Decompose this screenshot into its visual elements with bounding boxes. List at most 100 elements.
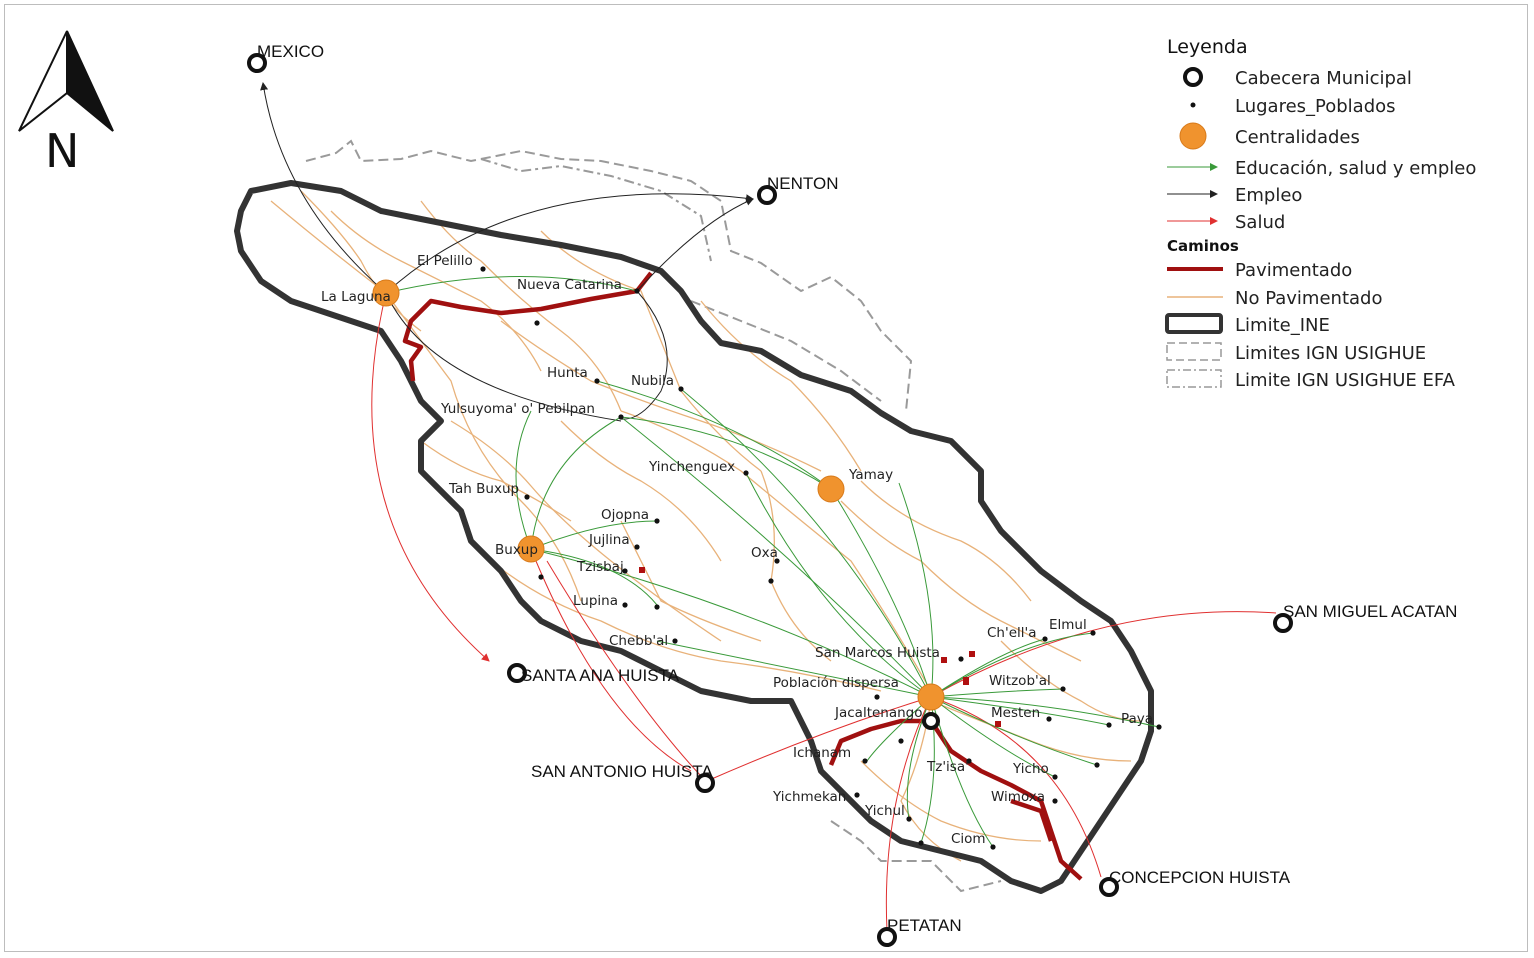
lugar-dot — [654, 518, 660, 524]
centralidad-label: La Laguna — [321, 289, 391, 305]
lugar-dot — [966, 758, 972, 764]
lugar-label: Ciom — [951, 831, 986, 847]
cabecera-label: MEXICO — [257, 42, 324, 61]
lugar-dot — [918, 840, 924, 846]
north-arrow: N — [18, 30, 114, 178]
lugar-dot — [862, 758, 868, 764]
legend-item-label: Salud — [1235, 212, 1285, 233]
lugar-dot — [1156, 724, 1162, 730]
legend-thick-box-icon — [1165, 313, 1223, 334]
lugar-dot — [743, 470, 749, 476]
lugar-label: Jujlina — [588, 532, 630, 548]
legend-dot-icon — [1190, 102, 1196, 108]
legend-orange-circle-icon — [1179, 122, 1207, 150]
lugar-label: Hunta — [547, 365, 588, 381]
lugar-label: Yicho — [1012, 761, 1049, 777]
paved-roads — [402, 271, 1083, 881]
north-arrow-label: N — [45, 124, 79, 178]
centralidad-marker — [372, 279, 400, 307]
legend-road-label: Limites IGN USIGHUE — [1235, 343, 1426, 364]
legend-item-label: Educación, salud y empleo — [1235, 158, 1476, 179]
lugar-dot — [634, 288, 640, 294]
lugar-dot — [618, 414, 624, 420]
lugar-dot — [678, 386, 684, 392]
cabeceras-layer: MEXICO NENTON SAN MIGUEL ACATAN SANTA ANA H… — [247, 42, 1457, 947]
cabecera-label: NENTON — [767, 174, 838, 193]
legend-road-label: Pavimentado — [1235, 260, 1352, 281]
centralidad-marker — [817, 475, 845, 503]
lugar-label: Witzob'al — [989, 673, 1051, 689]
legend-dashed-box-icon — [1166, 342, 1222, 361]
lugar-dot — [538, 574, 544, 580]
lugar-label: Yichmekan — [772, 789, 846, 805]
lugar-dot — [1106, 722, 1112, 728]
cabecera-label: SANTA ANA HUISTA — [521, 666, 680, 685]
lugar-dot — [1094, 762, 1100, 768]
cabecera-ring-icon — [1099, 877, 1119, 897]
centralidad-marker — [917, 683, 945, 711]
legend-item-label: Empleo — [1235, 185, 1302, 206]
legend-title: Leyenda — [1167, 36, 1248, 58]
lugar-dot — [654, 604, 660, 610]
legend-item-label: Lugares_Poblados — [1235, 96, 1396, 117]
cabecera-ring-icon — [247, 53, 267, 73]
lugar-dot — [1052, 798, 1058, 804]
lugar-label: Yulsuyoma' o' Pebilpan — [440, 401, 595, 417]
legend-roads-title: Caminos — [1167, 237, 1239, 255]
lugar-dot — [854, 792, 860, 798]
lugar-label: Ojopna — [601, 507, 649, 523]
lugar-dot — [874, 694, 880, 700]
lugar-dot — [774, 558, 780, 564]
lugar-label: San Marcos Huista — [815, 645, 940, 661]
lugar-dot — [906, 816, 912, 822]
lugar-label: Nueva Catarina — [517, 277, 622, 293]
centralidad-label: Yamay — [848, 467, 893, 483]
lugar-label: Lupina — [573, 593, 618, 609]
lugar-label: Tzisbaj — [576, 559, 624, 575]
lugar-dot — [1046, 716, 1052, 722]
lugar-dot — [634, 544, 640, 550]
ign-boundaries — [305, 139, 1002, 893]
lugar-label: Wimoxa — [991, 789, 1045, 805]
lugar-dot — [524, 494, 530, 500]
cabecera-ring-icon — [695, 773, 715, 793]
lugar-label: Paya — [1121, 711, 1153, 727]
legend: Leyenda Cabecera Municipal Lugares_Pobla… — [1165, 36, 1476, 391]
legend-road-label: Limite_INE — [1235, 315, 1330, 336]
lugar-label: Chebb'al — [609, 633, 668, 649]
legend-ring-point-icon — [1183, 67, 1203, 87]
cabecera-ring-icon — [1273, 613, 1293, 633]
cabecera-ring-icon — [922, 712, 940, 730]
lugar-label: Nubila — [631, 373, 674, 389]
legend-road-label: Limite IGN USIGHUE EFA — [1235, 370, 1456, 391]
road-markers — [639, 567, 1001, 727]
lugar-label: Población dispersa — [773, 675, 899, 691]
lugar-label: Elmul — [1049, 617, 1087, 633]
lugar-label: Ch'ell'a — [987, 625, 1037, 641]
lugar-label: Tah Buxup — [448, 481, 519, 497]
lugar-label: Yinchenguex — [648, 459, 735, 475]
map-frame: N — [4, 4, 1528, 952]
lugar-label: Mesten — [991, 705, 1040, 721]
lugar-label: Tz'isa' — [926, 759, 969, 775]
lugar-dot — [622, 602, 628, 608]
legend-item-label: Cabecera Municipal — [1235, 68, 1412, 89]
unpaved-roads — [270, 190, 1142, 862]
cabecera-label: SAN MIGUEL ACATAN — [1283, 602, 1457, 621]
lugar-label: Oxa — [751, 545, 778, 561]
lugar-dot — [990, 844, 996, 850]
centralidad-marker — [517, 535, 545, 563]
cabecera-ring-icon — [507, 663, 527, 683]
lugar-dot — [958, 656, 964, 662]
lugar-dot — [1060, 686, 1066, 692]
cabecera-label: CONCEPCION HUISTA — [1109, 868, 1291, 887]
lugar-dot — [1052, 774, 1058, 780]
lugar-dot — [1090, 630, 1096, 636]
legend-item-label: Centralidades — [1235, 127, 1360, 148]
lugar-dot — [898, 738, 904, 744]
lugar-dot — [768, 578, 774, 584]
ine-boundary — [234, 180, 1154, 894]
lugar-dot — [672, 638, 678, 644]
lugar-dot — [622, 568, 628, 574]
